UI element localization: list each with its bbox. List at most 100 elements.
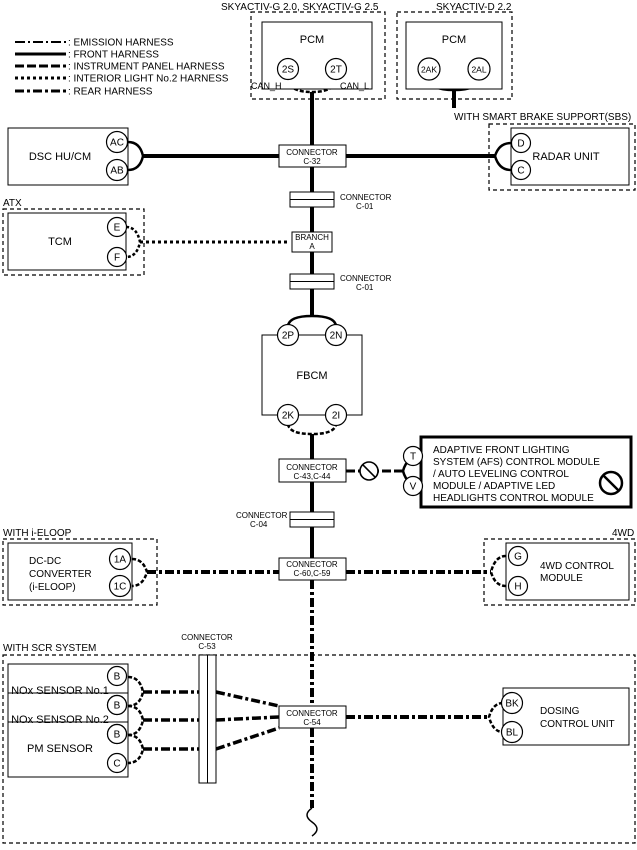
legend: : EMISSION HARNESS : FRONT HARNESS : INS… <box>15 38 229 98</box>
svg-text:T: T <box>410 452 416 463</box>
c01a-label-2: C-01 <box>356 202 374 211</box>
pin-fbcm-bottom-2i: 2I <box>324 403 348 427</box>
afs-label-2: SYSTEM (AFS) CONTROL MODULE <box>433 457 600 468</box>
connector-labels: CONNECTOR C-32 CONNECTOR C-01 BRANCH A C… <box>181 81 391 727</box>
pin-nox1-b: B <box>106 665 128 687</box>
svg-text:2AK: 2AK <box>421 65 437 75</box>
group-label-scr: WITH SCR SYSTEM <box>3 643 96 654</box>
svg-text:BL: BL <box>506 728 519 739</box>
pin-tcm-e: E <box>106 216 128 238</box>
c60-label-2: C-60,C-59 <box>294 569 331 578</box>
module-boxes <box>7 21 633 778</box>
svg-text:B: B <box>114 730 121 741</box>
pin-dsc-ac: AC <box>105 130 129 154</box>
pin-afs-t: T <box>402 445 424 467</box>
awd-label-2: MODULE <box>540 573 583 584</box>
pm-label: PM SENSOR <box>27 743 93 755</box>
group-label-skyactiv-d: SKYACTIV-D 2.2 <box>436 2 512 13</box>
c60-label-1: CONNECTOR <box>286 560 338 569</box>
c01b-label-1: CONNECTOR <box>340 274 392 283</box>
dosing-label-2: CONTROL UNIT <box>540 719 615 730</box>
dcdc-label-2: CONVERTER <box>29 569 92 580</box>
svg-text:2AL: 2AL <box>471 65 486 75</box>
pin-radar-c: C <box>510 159 532 181</box>
branch-box <box>291 231 333 253</box>
svg-text:H: H <box>514 582 521 593</box>
pin-nox2-b: B <box>106 694 128 716</box>
pin-pcm-d-2al: 2AL <box>467 57 491 81</box>
can-h-label: CAN_H <box>251 81 282 91</box>
connector-c43-box <box>278 458 347 483</box>
c01b-label-2: C-01 <box>356 283 374 292</box>
afs-label-1: ADAPTIVE FRONT LIGHTING <box>433 445 570 456</box>
pcm-g-box <box>261 21 373 90</box>
pin-fbcm-top-2n: 2N <box>324 323 348 347</box>
pin-awd-g: G <box>507 545 529 567</box>
svg-text:V: V <box>410 482 417 493</box>
svg-text:G: G <box>514 552 522 563</box>
group-box-sbs <box>488 123 636 191</box>
afs-label-5: HEADLIGHTS CONTROL MODULE <box>433 493 594 504</box>
svg-text:F: F <box>114 253 120 264</box>
pin-pcm-g-2s: 2S <box>276 57 300 81</box>
group-label-sbs: WITH SMART BRAKE SUPPORT(SBS) <box>454 112 631 123</box>
dosing-label-1: DOSING <box>540 706 580 717</box>
branch-label-2: A <box>309 242 315 251</box>
svg-text:1A: 1A <box>114 555 127 566</box>
pin-dcdc-1a: 1A <box>108 547 132 571</box>
group-box-ieloop <box>2 538 158 606</box>
pin-dsc-ab: AB <box>105 158 129 182</box>
svg-text:2K: 2K <box>282 411 295 422</box>
pcm-g-label: PCM <box>300 34 324 46</box>
dcdc-label-1: DC-DC <box>29 556 61 567</box>
legend-label-instrument: : INSTRUMENT PANEL HARNESS <box>68 62 225 73</box>
prohibited-icon <box>598 470 624 496</box>
svg-text:2S: 2S <box>282 65 295 76</box>
c04-label-2: C-04 <box>250 520 268 529</box>
branch-label-1: BRANCH <box>295 233 329 242</box>
radar-label: RADAR UNIT <box>532 151 600 163</box>
svg-text:D: D <box>517 139 524 150</box>
no-connection-icon <box>359 461 379 481</box>
pins: 2S2T2AK2ALACABDCEF2P2N2K2ITV1A1CGHBCBCBC… <box>105 57 532 774</box>
svg-text:1C: 1C <box>114 582 127 593</box>
afs-box <box>419 435 633 509</box>
pin-pm-b: B <box>106 723 128 745</box>
svg-text:B: B <box>114 672 121 683</box>
group-box-scr <box>2 654 636 844</box>
pin-fbcm-bottom-2k: 2K <box>276 403 300 427</box>
connector-c32-box <box>278 144 347 168</box>
fbcm-box <box>261 334 363 416</box>
can-l-label: CAN_L <box>340 81 369 91</box>
legend-label-emission: : EMISSION HARNESS <box>68 38 174 49</box>
module-labels: PCM PCM DSC HU/CM RADAR UNIT TCM FBCM AD… <box>11 34 615 755</box>
svg-text:2I: 2I <box>332 411 340 422</box>
dcdc-label-3: (i-ELOOP) <box>29 582 76 593</box>
legend-label-rear: : REAR HARNESS <box>68 87 153 98</box>
radar-box <box>510 127 630 186</box>
pin-tcm-f: F <box>106 246 128 268</box>
c54-label-2: C-54 <box>303 718 321 727</box>
nox1-label: NOx SENSOR No.1 <box>11 685 109 697</box>
svg-text:C: C <box>517 166 524 177</box>
group-box-skyactiv-d <box>396 11 513 100</box>
svg-text:2T: 2T <box>330 65 342 76</box>
tcm-label: TCM <box>48 236 72 248</box>
svg-text:AC: AC <box>110 138 124 149</box>
legend-label-interior: : INTERIOR LIGHT No.2 HARNESS <box>68 74 229 85</box>
wires <box>125 78 512 837</box>
group-label-skyactiv-g: SKYACTIV-G 2.0, SKYACTIV-G 2.5 <box>221 2 379 13</box>
pin-radar-d: D <box>510 132 532 154</box>
pin-pcm-d-2ak: 2AK <box>417 57 441 81</box>
pin-dcdc-1c: 1C <box>108 574 132 598</box>
group-box-atx <box>2 208 145 276</box>
pin-pm-c: C <box>106 752 128 774</box>
group-box-4wd <box>483 538 636 606</box>
connector-c54-box <box>278 705 347 729</box>
c32-label-1: CONNECTOR <box>286 148 338 157</box>
c53-label-1: CONNECTOR <box>181 633 233 642</box>
group-label-atx: ATX <box>3 198 22 209</box>
awd-label-1: 4WD CONTROL <box>540 561 614 572</box>
